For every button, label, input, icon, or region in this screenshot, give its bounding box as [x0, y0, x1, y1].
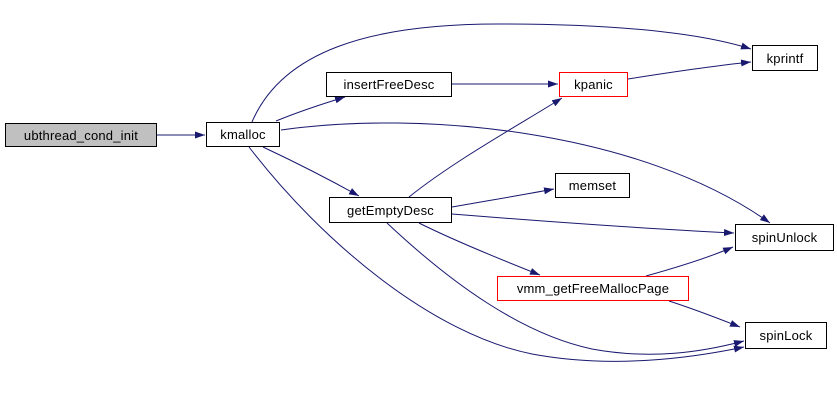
call-graph-edges — [157, 23, 771, 362]
node-kmalloc[interactable]: kmalloc — [206, 122, 280, 147]
node-label: spinLock — [759, 328, 813, 343]
node-memset[interactable]: memset — [555, 173, 630, 198]
edge-getEmptyDesc-to-memset — [451, 187, 555, 208]
node-label: vmm_getFreeMallocPage — [516, 281, 670, 296]
edge-kmalloc-to-kprintf — [251, 23, 752, 123]
node-spinLock[interactable]: spinLock — [745, 322, 827, 349]
node-vmm_getFreeMallocPage[interactable]: vmm_getFreeMallocPage — [497, 276, 689, 301]
node-label: ubthread_cond_init — [23, 127, 139, 143]
node-ubthread_cond_init: ubthread_cond_init — [5, 123, 157, 147]
edge-getEmptyDesc-to-kpanic — [408, 97, 563, 198]
node-insertFreeDesc[interactable]: insertFreeDesc — [326, 72, 452, 97]
edge-kmalloc-to-spinUnlock — [280, 122, 771, 224]
node-label: kmalloc — [220, 127, 266, 142]
node-getEmptyDesc[interactable]: getEmptyDesc — [329, 197, 452, 223]
node-label: spinUnlock — [751, 230, 818, 245]
edge-kmalloc-to-spinLock — [248, 146, 745, 362]
edge-kmalloc-to-insertFreeDesc — [275, 96, 346, 122]
edge-vmm_getFreeMallocPage-to-spinUnlock — [645, 246, 734, 277]
node-label: memset — [568, 178, 617, 193]
node-kprintf[interactable]: kprintf — [752, 45, 818, 71]
node-label: kprintf — [766, 50, 804, 66]
node-label: insertFreeDesc — [343, 77, 435, 92]
edge-getEmptyDesc-to-vmm_getFreeMallocPage — [418, 222, 541, 276]
node-kpanic[interactable]: kpanic — [559, 72, 628, 97]
edge-kpanic-to-kprintf — [627, 59, 752, 80]
edge-getEmptyDesc-to-spinUnlock — [451, 213, 735, 237]
edge-vmm_getFreeMallocPage-to-spinLock — [668, 300, 741, 328]
edge-getEmptyDesc-to-spinLock — [386, 222, 745, 355]
node-label: getEmptyDesc — [347, 202, 434, 218]
edge-kmalloc-to-getEmptyDesc — [262, 146, 360, 197]
node-spinUnlock[interactable]: spinUnlock — [735, 224, 834, 251]
node-label: kpanic — [574, 77, 613, 92]
